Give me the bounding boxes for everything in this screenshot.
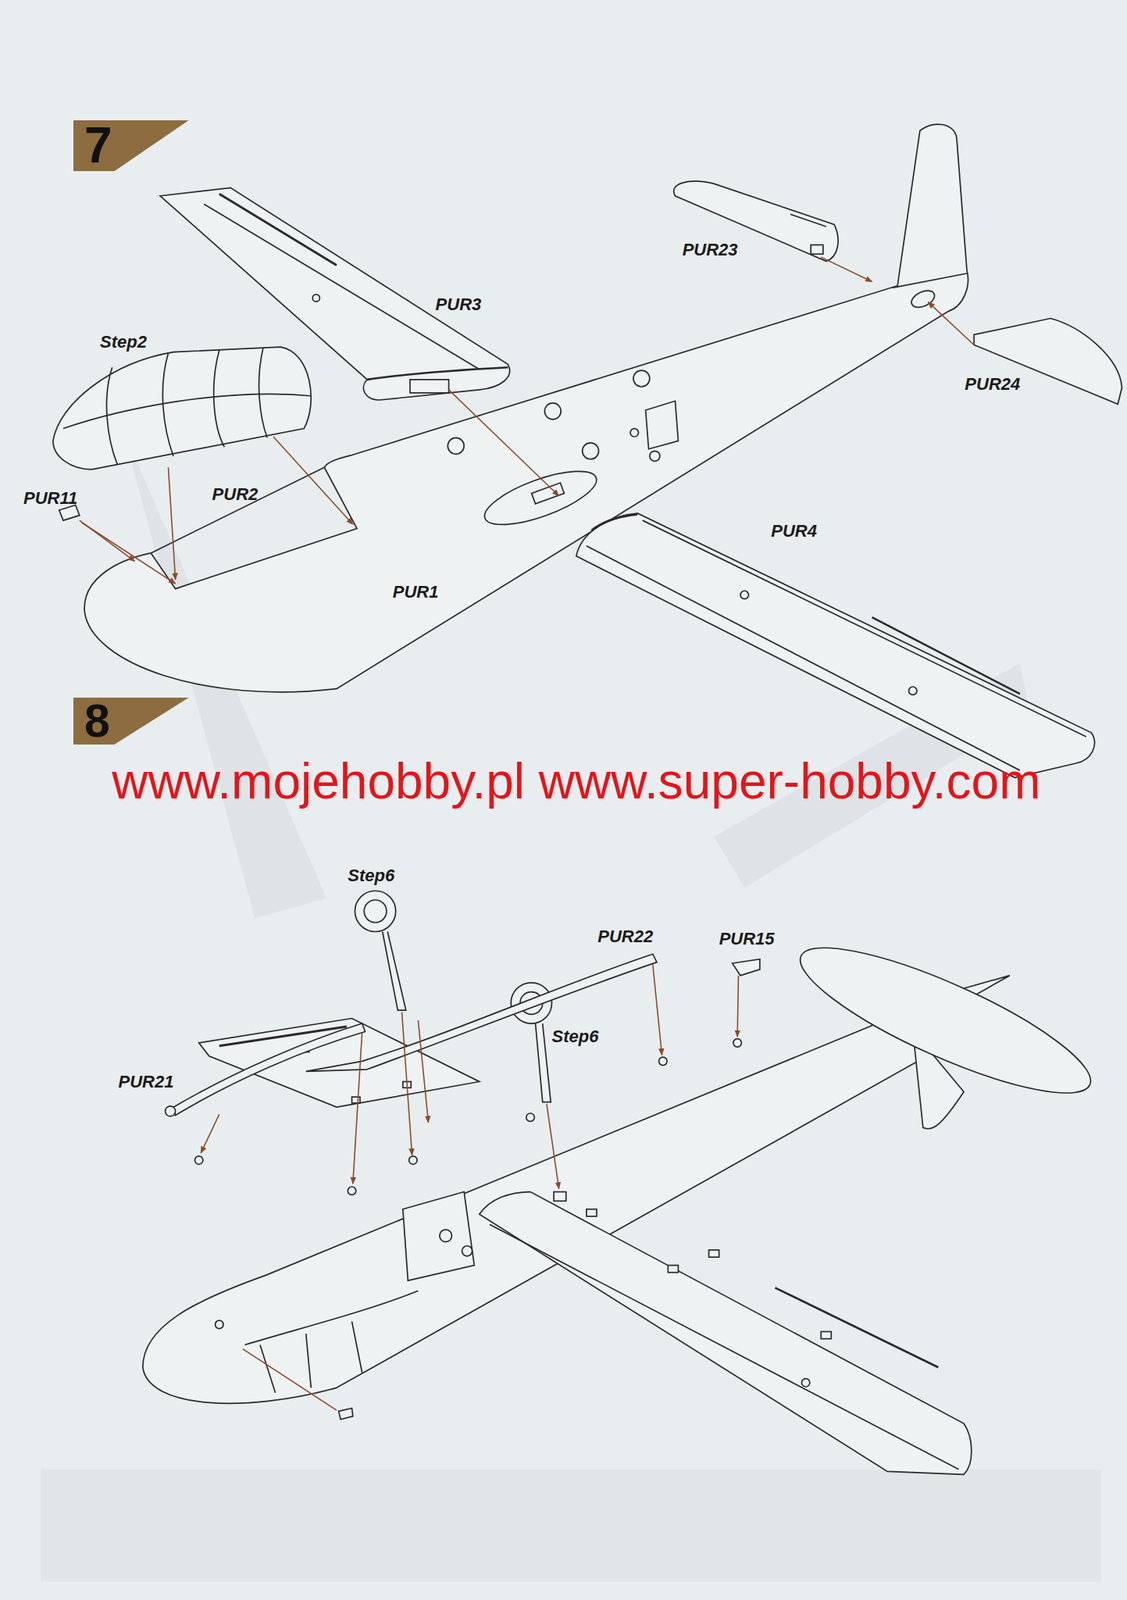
step-badge: 7: [73, 120, 190, 172]
part-label: Step6: [551, 1027, 599, 1045]
part-label: Step6: [347, 866, 395, 885]
part-label: PUR2: [212, 485, 259, 503]
step-number: 8: [73, 697, 190, 745]
part-label: PUR11: [23, 489, 78, 507]
leader-lines: [79, 256, 974, 584]
step8-drawing: [142, 890, 1106, 1474]
part-label: PUR23: [682, 241, 739, 259]
part-label: PUR15: [719, 930, 775, 948]
part-label: PUR21: [117, 1073, 174, 1091]
part-label: PUR24: [964, 375, 1021, 393]
watermark: www.mojehobby.pl www.super-hobby.com: [111, 756, 1041, 807]
leader-lines: [200, 963, 739, 1410]
part-label: PUR3: [435, 296, 482, 314]
part-label: PUR22: [597, 927, 653, 946]
part-label: PUR4: [770, 522, 817, 540]
step-badge: 8: [73, 697, 190, 745]
step7-drawing: [53, 124, 1123, 778]
step-number: 7: [73, 120, 190, 172]
part-label: PUR1: [392, 583, 439, 601]
part-label: Step2: [99, 333, 147, 351]
